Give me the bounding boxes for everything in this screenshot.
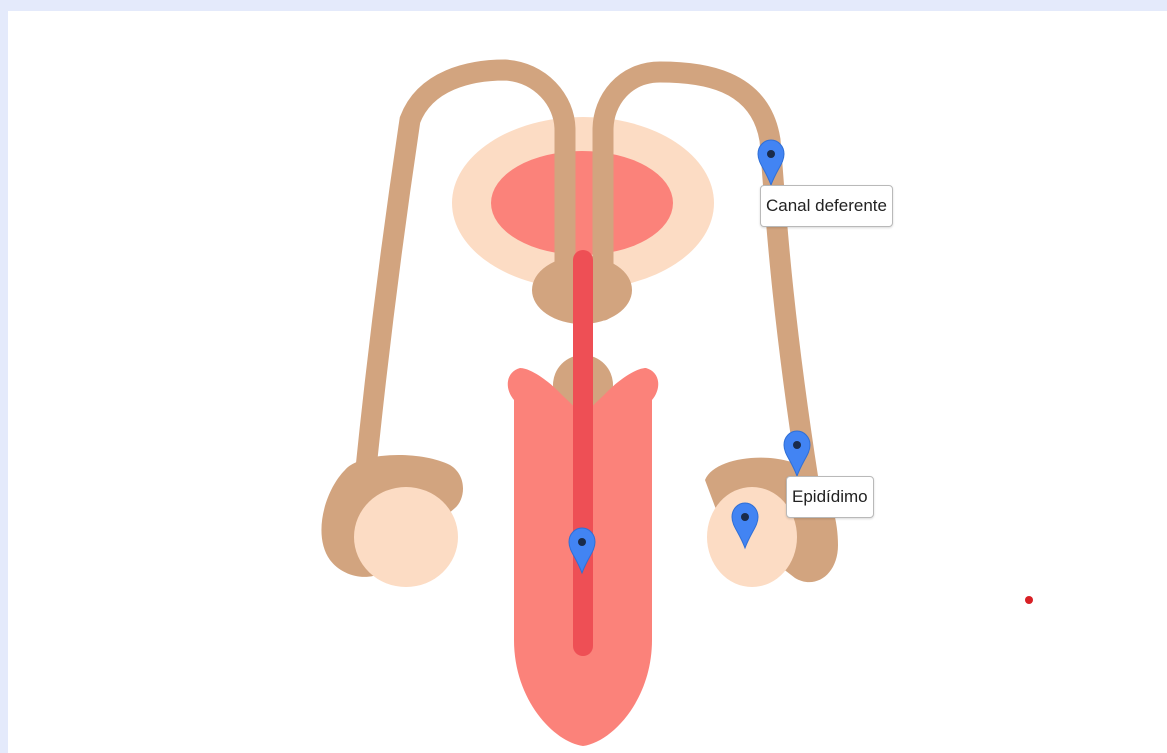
bladder <box>491 151 673 255</box>
red-point[interactable] <box>1025 596 1033 604</box>
label-vas-deferens: Canal deferente <box>760 185 893 227</box>
label-epididymis: Epidídimo <box>786 476 874 518</box>
testis-right <box>707 487 797 587</box>
testis-left <box>354 487 458 587</box>
